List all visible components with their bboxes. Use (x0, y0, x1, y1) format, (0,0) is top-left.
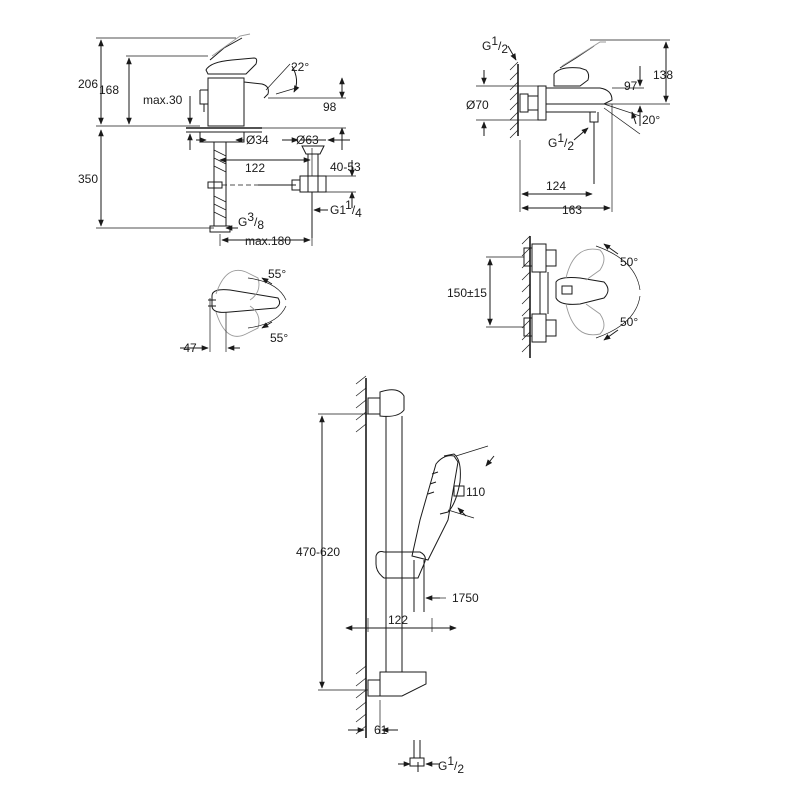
dim-height-spout: 168 (99, 83, 119, 97)
pop-up-waste (291, 139, 327, 238)
basin-dimensions-right: 22° 98 Ø34 Ø63 122 40-53 G11/4 G3/8 max. (196, 60, 362, 248)
shower-connector: G1/2 (398, 740, 464, 776)
dim-wall-offset: 61 (374, 723, 388, 737)
basin-mixer-body (186, 33, 296, 233)
square-size-icon (453, 485, 465, 497)
dim-angle: 20° (642, 113, 660, 127)
dim-body-diameter: Ø34 (246, 133, 269, 147)
bath-wall (509, 61, 519, 139)
dim-waste-diameter: Ø63 (296, 133, 319, 147)
basin-mixer-side-view: 206 168 350 max.30 22° 98 Ø34 Ø63 122 (78, 33, 362, 248)
shower-set-view: 470-620 110 1750 122 61 G1/2 (296, 375, 495, 776)
dim-angle-down: 50° (620, 315, 638, 329)
dim-spout-reach: 122 (245, 161, 265, 175)
bath-front-wall (521, 235, 531, 358)
dim-height-total: 206 (78, 77, 98, 91)
hand-shower (411, 453, 461, 612)
dim-reach-spout: 124 (546, 179, 566, 193)
dim-angle-front: 55° (270, 331, 288, 345)
dim-width: 47 (183, 341, 197, 355)
dim-centres: 150±15 (447, 286, 487, 300)
bath-mixer-front-view: 50° 50° 150±15 (447, 235, 641, 358)
basin-dimensions-left: 206 168 350 max.30 (78, 37, 236, 229)
shower-rail (367, 389, 427, 697)
dim-thread-outlet: G1/2 (548, 131, 574, 153)
bath-mixer-side-view: G1/2 138 97 Ø70 20° G1/2 124 163 (466, 34, 673, 217)
dim-waste-thread: G11/4 (330, 198, 362, 220)
dim-projection: 122 (388, 613, 408, 627)
dim-rail-height: 470-620 (296, 545, 340, 559)
dim-max-reach: max.180 (245, 234, 291, 248)
bath-dimensions: G1/2 138 97 Ø70 20° G1/2 124 163 (466, 34, 673, 217)
basin-mixer-top-view: 55° 55° 47 (180, 267, 288, 355)
dim-angle: 22° (291, 60, 309, 74)
dim-height-lever: 97 (624, 79, 638, 93)
bath-mixer-body (519, 41, 613, 184)
dim-thread: G1/2 (438, 754, 464, 776)
shower-dimensions: 470-620 110 1750 122 61 (296, 413, 495, 737)
dim-hose-length: 1750 (452, 591, 479, 605)
dim-angle-back: 55° (268, 267, 286, 281)
dim-max-clearance: max.30 (143, 93, 183, 107)
dim-supply-thread: G3/8 (238, 210, 264, 232)
dim-height-total: 138 (653, 68, 673, 82)
dim-diameter: Ø70 (466, 98, 489, 112)
dim-thread-top: G1/2 (482, 34, 508, 56)
dim-waste-range: 40-53 (330, 160, 361, 174)
dim-reach-total: 163 (562, 203, 582, 217)
shower-wall (355, 375, 367, 738)
dim-height-below: 350 (78, 172, 98, 186)
dim-head-size: 110 (466, 485, 485, 499)
dim-angle-up: 50° (620, 255, 638, 269)
dim-spout-height: 98 (323, 100, 337, 114)
